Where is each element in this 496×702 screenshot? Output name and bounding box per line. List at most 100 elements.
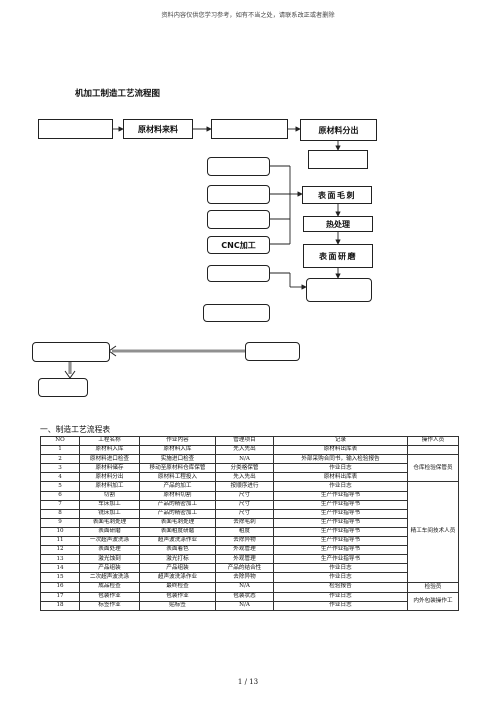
table-cell: 外观管理 [215, 545, 274, 556]
operator-cell: 仓库检验保管员 [407, 454, 459, 483]
flow-box-deburr: 表面毛刺 [302, 186, 372, 204]
table-cell: 作业日志 [273, 591, 408, 602]
table-cell: 超声波洗涤作业 [139, 536, 216, 547]
header-note: 资料内容仅供您学习参考，如有不当之处，请联系改正或者删除 [161, 12, 335, 19]
table-cell: 激光蚀刻 [79, 554, 140, 565]
table-cell: 先入先出 [215, 472, 274, 483]
flow-box-inspect [211, 119, 288, 139]
table-cell: 表面毛刺处理 [79, 517, 140, 528]
table-cell: 原材料出库表 [273, 445, 408, 456]
table-cell: 铣床加工 [79, 508, 140, 519]
table-cell: 外部采购合同书，输入检验报告 [273, 454, 408, 465]
table-cell: 外观管理 [215, 554, 274, 565]
table-cell: 激光打标 [139, 554, 216, 565]
table-cell: 1 [40, 445, 80, 456]
table-cell: 作业日志 [273, 481, 408, 492]
section-title: 一、制造工艺流程表 [40, 425, 111, 434]
table-cell: 作业日志 [273, 572, 408, 583]
table-cell: 表面毛刺处理 [139, 517, 216, 528]
flow-box-heat: 热处理 [303, 216, 373, 232]
flow-box-cnc: CNC加工 [207, 236, 270, 254]
operator-cell [407, 445, 459, 456]
table-cell: 去除异物 [215, 572, 274, 583]
table-cell: 最终检查 [139, 581, 216, 593]
table-cell: 原材料工程投入 [139, 472, 216, 483]
table-cell: 生产作业指导书 [273, 517, 408, 528]
flow-box-bottom-left [32, 342, 110, 362]
table-cell: 检验报告 [273, 581, 408, 593]
table-cell: 15 [40, 572, 80, 583]
table-cell: 产品组装 [79, 563, 140, 574]
table-cell: 成品检查 [79, 581, 140, 593]
table-cell: 产品的加工 [139, 481, 216, 492]
table-cell: 包装作业 [139, 591, 216, 602]
table-cell: 17 [40, 591, 80, 602]
table-cell: 去除毛刺 [215, 517, 274, 528]
flow-box-left-6 [203, 304, 270, 322]
table-cell: 尺寸 [215, 490, 274, 501]
operator-cell: 精工车间技术人员 [407, 481, 459, 583]
flow-box-bottom-end [38, 378, 88, 397]
table-cell: 2 [40, 454, 80, 465]
table-cell: 二次超声波洗涤 [79, 572, 140, 583]
table-cell: 作业日志 [273, 563, 408, 574]
table-cell: 9 [40, 517, 80, 528]
operator-cell: 内外包装操作工 [407, 591, 459, 611]
table-cell: 原材料进口检查 [79, 454, 140, 465]
table-cell: 生产作业指导书 [273, 536, 408, 547]
table-cell: 生产作业指导书 [273, 554, 408, 565]
table-cell: 生产作业指导书 [273, 508, 408, 519]
table-cell: 生产作业指导书 [273, 490, 408, 501]
table-cell: 7 [40, 499, 80, 510]
table-cell: 原材料入库 [139, 445, 216, 456]
table-cell: 原材料加工 [79, 481, 140, 492]
table-cell: 18 [40, 600, 80, 611]
table-header-row: NO 工程名称 作业内容 管理项目 记录 操作人员 [40, 435, 459, 447]
flowchart-title: 机加工制造工艺流程图 [75, 89, 161, 99]
table-cell: 去除异物 [215, 536, 274, 547]
table-cell: 一次超声波洗涤 [79, 536, 140, 547]
table-cell: 产品的精密加工 [139, 499, 216, 510]
table-cell: 作业日志 [273, 463, 408, 474]
table-cell: 6 [40, 490, 80, 501]
table-cell: 12 [40, 545, 80, 556]
table-cell: 5 [40, 481, 80, 492]
table-cell: 按顺序进行 [215, 481, 274, 492]
table-cell: N/A [215, 454, 274, 465]
table-cell: 尺寸 [215, 499, 274, 510]
flow-box-raw-out: 原材料分出 [300, 119, 377, 141]
table-cell: 原材料储存 [79, 463, 140, 474]
table-cell: 尺寸 [215, 508, 274, 519]
flow-box-grind: 表面研磨 [303, 244, 373, 268]
table-cell: 切割 [79, 490, 140, 501]
col-header-process: 工程名称 [79, 435, 140, 447]
table-cell: 表面着色 [139, 545, 216, 556]
table-cell: 先入先出 [215, 445, 274, 456]
table-cell: 10 [40, 526, 80, 538]
table-cell: 作业日志 [273, 600, 408, 611]
table-cell: 包装作业 [79, 591, 140, 602]
table-cell: 3 [40, 463, 80, 474]
table-cell: 13 [40, 554, 80, 565]
table-cell: 原材料切割 [139, 490, 216, 501]
table-cell: 标签作业 [79, 600, 140, 611]
table-cell: 产品组装 [139, 563, 216, 574]
col-header-no: NO [40, 435, 80, 447]
table-cell: 生产作业指导书 [273, 545, 408, 556]
table-cell: 实施进口检查 [139, 454, 216, 465]
page-number: 1 / 13 [237, 678, 259, 686]
table-cell: 贴标签 [139, 600, 216, 611]
table-cell: 包装状态 [215, 591, 274, 602]
